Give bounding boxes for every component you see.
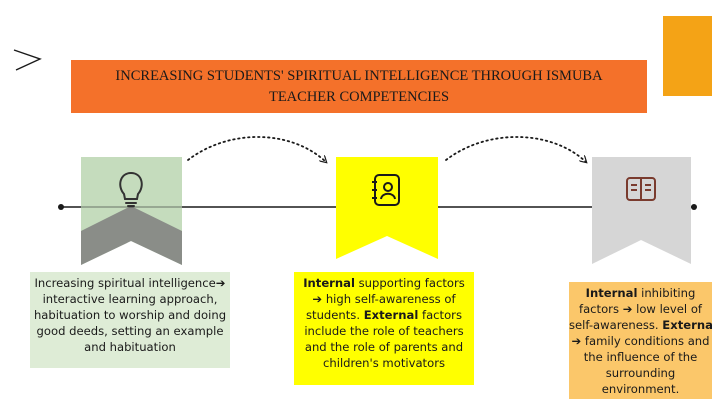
stage-1-banner: [81, 157, 182, 265]
stage-2-banner: [336, 157, 438, 259]
arrow-icon: ➔: [215, 276, 226, 290]
timeline-end-dot: [691, 204, 697, 210]
connector-arrow-2: [445, 136, 586, 162]
stage-3-banner: [592, 157, 691, 264]
lightbulb-icon: [119, 171, 143, 207]
stage-3-text-3: low level of: [632, 302, 703, 316]
internal-label: Internal: [303, 276, 355, 290]
internal-label: Internal: [585, 286, 638, 300]
corner-accent-block: [663, 16, 712, 96]
external-label: External: [363, 308, 419, 322]
page-title: INCREASING STUDENTS' SPIRITUAL INTELLIGE…: [115, 67, 603, 105]
stage-3-text-4: self-awareness.: [569, 318, 659, 332]
open-book-icon: [626, 177, 656, 201]
timeline-start-dot: [58, 204, 64, 210]
title-banner: INCREASING STUDENTS' SPIRITUAL INTELLIGE…: [71, 60, 647, 113]
stage-3-text-6: the influence of the: [583, 350, 698, 364]
stage-3-text-2: factors: [578, 302, 619, 316]
stage-1-description: Increasing spiritual intelligence➔ inter…: [30, 272, 230, 368]
connector-arrow-1: [187, 136, 326, 162]
stage-3-description: Internal inhibiting factors ➔ low level …: [569, 282, 712, 399]
external-label: External: [662, 318, 712, 332]
stage-3-text-7: surrounding: [605, 366, 676, 380]
chevron-right-icon: [13, 49, 42, 71]
stage-3-text-8: environment.: [601, 382, 680, 396]
stage-2-description: Internal supporting factors ➔ high self-a…: [294, 272, 474, 385]
stage-2-text-2: high self-awareness of students.: [305, 292, 456, 322]
contact-book-icon: [372, 174, 400, 206]
stage-1-text-b: interactive learning approach, habituati…: [33, 292, 227, 354]
arrow-icon: ➔: [571, 334, 582, 348]
stage-1-text-a: Increasing spiritual intelligence: [34, 276, 216, 290]
arrow-icon: ➔: [312, 292, 323, 306]
arrow-icon: ➔: [622, 302, 633, 316]
stage-3-text-5: family conditions and: [584, 334, 710, 348]
stage-3-text-1: inhibiting: [637, 286, 696, 300]
stage-2-text-1: supporting factors: [354, 276, 465, 290]
stage-2-text-3: factors include the role of teachers and…: [304, 308, 464, 370]
